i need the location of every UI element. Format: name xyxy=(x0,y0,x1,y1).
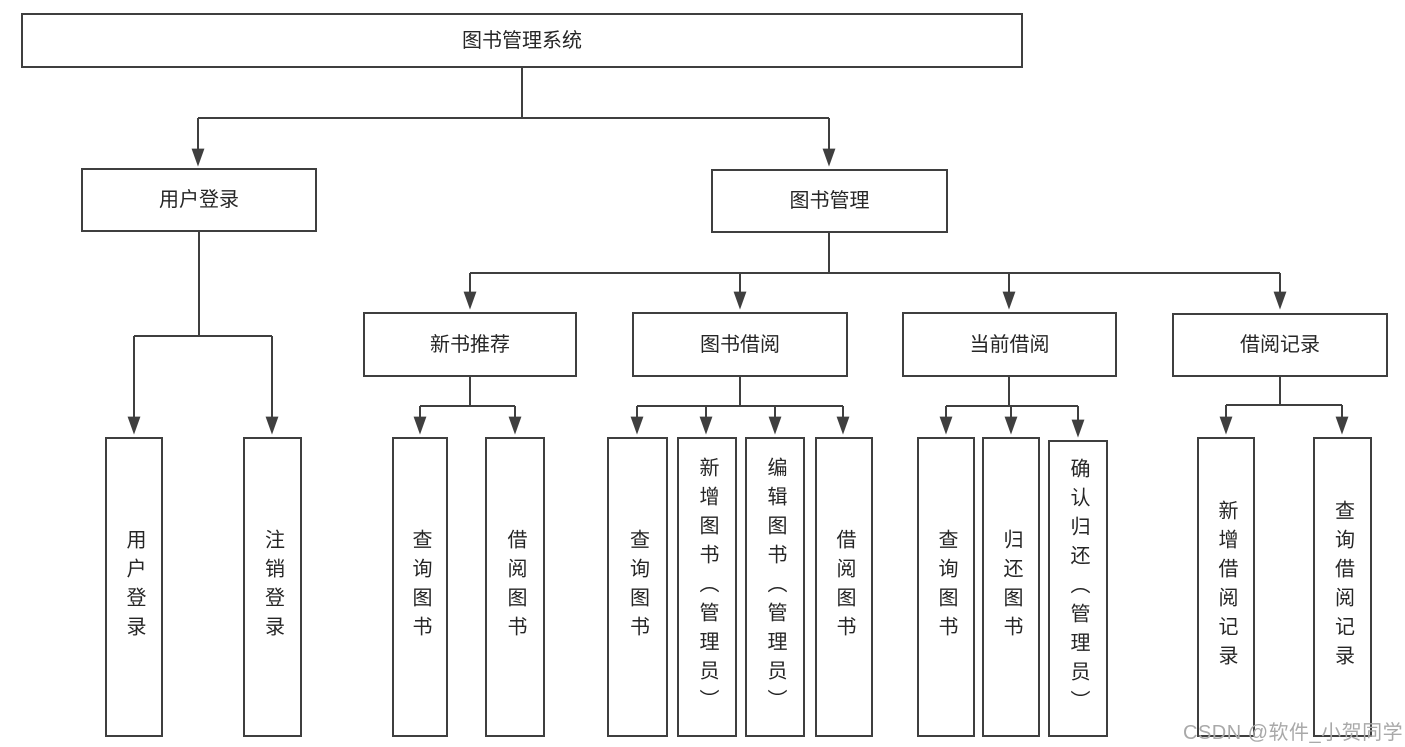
leaf-query-books-borrow: 查询图书 xyxy=(607,437,668,737)
leaf-borrow-books-recommend: 借阅图书 xyxy=(485,437,545,737)
node-label: 用户登录 xyxy=(159,189,239,211)
node-label: 图书管理 xyxy=(789,190,870,212)
node-label: 用户登录 xyxy=(123,529,145,645)
leaf-user-login: 用户登录 xyxy=(105,437,163,737)
node-label: 新书推荐 xyxy=(430,333,510,356)
node-library-system: 图书管理系统 xyxy=(21,13,1023,68)
leaf-add-borrow-record: 新增借阅记录 xyxy=(1197,437,1255,737)
leaf-query-books-recommend: 查询图书 xyxy=(392,437,448,737)
node-user-login: 用户登录 xyxy=(81,168,317,232)
node-book-borrowing: 图书借阅 xyxy=(632,312,848,377)
node-label: 确认归还（管理员） xyxy=(1067,458,1089,719)
node-label: 查询借阅记录 xyxy=(1331,500,1354,674)
node-label: 图书管理系统 xyxy=(462,29,582,52)
node-label: 查询图书 xyxy=(935,529,957,645)
node-label: 当前借阅 xyxy=(969,333,1050,356)
node-label: 注销登录 xyxy=(261,529,284,645)
leaf-logout: 注销登录 xyxy=(243,437,302,737)
node-book-management: 图书管理 xyxy=(711,169,948,233)
leaf-edit-book-admin: 编辑图书（管理员） xyxy=(745,437,805,737)
leaf-query-books-current: 查询图书 xyxy=(917,437,975,737)
node-label: 图书借阅 xyxy=(700,333,780,356)
node-label: 借阅图书 xyxy=(833,529,855,645)
node-current-borrowing: 当前借阅 xyxy=(902,312,1117,377)
node-new-book-recommend: 新书推荐 xyxy=(363,312,577,377)
node-label: 借阅图书 xyxy=(504,529,526,645)
node-label: 查询图书 xyxy=(409,529,431,645)
leaf-confirm-return-admin: 确认归还（管理员） xyxy=(1048,440,1108,737)
node-label: 查询图书 xyxy=(626,529,649,645)
node-label: 借阅记录 xyxy=(1240,334,1320,356)
leaf-add-book-admin: 新增图书（管理员） xyxy=(677,437,737,737)
leaf-return-books: 归还图书 xyxy=(982,437,1040,737)
node-label: 新增借阅记录 xyxy=(1215,500,1237,674)
node-label: 编辑图书（管理员） xyxy=(764,456,786,718)
node-label: 新增图书（管理员） xyxy=(696,456,718,718)
leaf-borrow-books: 借阅图书 xyxy=(815,437,873,737)
node-label: 归还图书 xyxy=(1000,529,1022,645)
leaf-query-borrow-record: 查询借阅记录 xyxy=(1313,437,1372,737)
watermark: CSDN @软件_小贺同学 xyxy=(1183,722,1404,744)
node-borrowing-records: 借阅记录 xyxy=(1172,313,1388,377)
